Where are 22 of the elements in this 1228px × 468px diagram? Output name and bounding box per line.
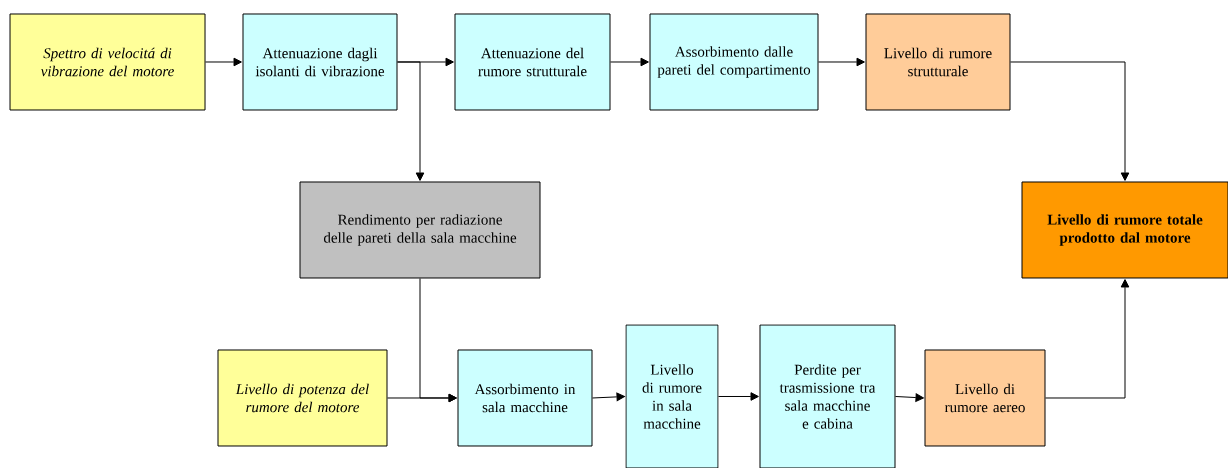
arrow [718, 392, 759, 401]
arrow [1045, 279, 1130, 399]
arrow [818, 57, 865, 67]
process-box: Perdite per trasmissione tra sala macchine e cabina [759, 324, 896, 468]
process-box: Assorbimento dalle pareti del compartimento [649, 13, 819, 111]
level-box: Livello di rumore strutturale [865, 13, 1011, 111]
arrow [895, 393, 924, 402]
arrow [397, 61, 425, 181]
source-box: Spettro di velocitá di vibrazione del motore [9, 13, 206, 111]
result-box: Livello di rumore totale prodotto dal motore [1021, 181, 1228, 279]
arrow [1010, 61, 1130, 181]
source-box: Livello di potenza del rumore del motore [217, 349, 388, 447]
arrow [387, 393, 457, 403]
process-box: Rendimento per radiazione delle pareti della sala macchine [299, 181, 541, 279]
arrow [610, 57, 649, 67]
process-box: Attenuazione dagli isolanti di vibrazione [242, 13, 398, 111]
process-box: Assorbimento in sala macchine [457, 349, 593, 447]
level-box: Livello di rumore aereo [924, 349, 1046, 447]
process-box: Attenuazione del rumore strutturale [454, 13, 611, 111]
arrow [592, 392, 625, 402]
arrow [205, 57, 242, 67]
process-box: Livello di rumore in sala macchine [625, 324, 719, 468]
